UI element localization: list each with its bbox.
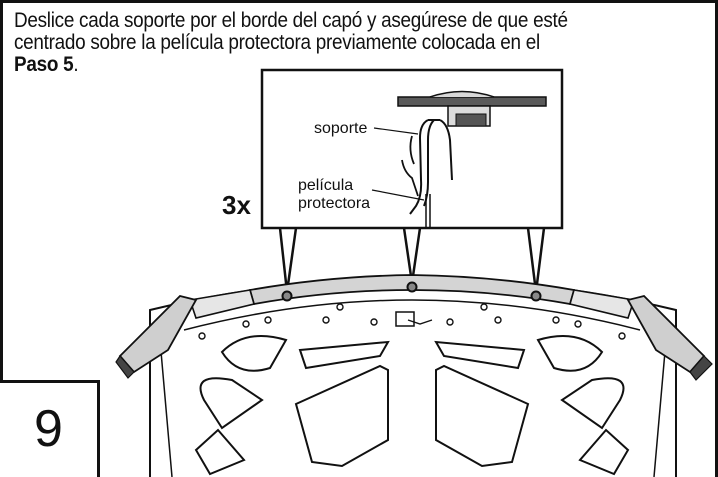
instruction-line-1: Deslice cada soporte por el borde del ca… — [14, 9, 568, 32]
step-reference-suffix: . — [73, 53, 79, 76]
step-number-box: 9 — [0, 380, 100, 477]
label-bracket: soporte — [314, 120, 368, 137]
label-film-line-2: protectora — [298, 195, 371, 212]
hood-drawing — [115, 274, 713, 477]
step-reference: Paso 5 — [14, 53, 74, 76]
label-protective-film: película protectora — [298, 177, 370, 213]
label-film-line-1: película — [298, 177, 354, 194]
step-number: 9 — [34, 400, 63, 458]
quantity-label: 3x — [222, 190, 251, 220]
instruction-line-2: centrado sobre la película protectora pr… — [14, 31, 540, 54]
bracket-detail-drawing — [371, 90, 547, 228]
instruction-text: Deslice cada soporte por el borde del ca… — [14, 10, 635, 76]
